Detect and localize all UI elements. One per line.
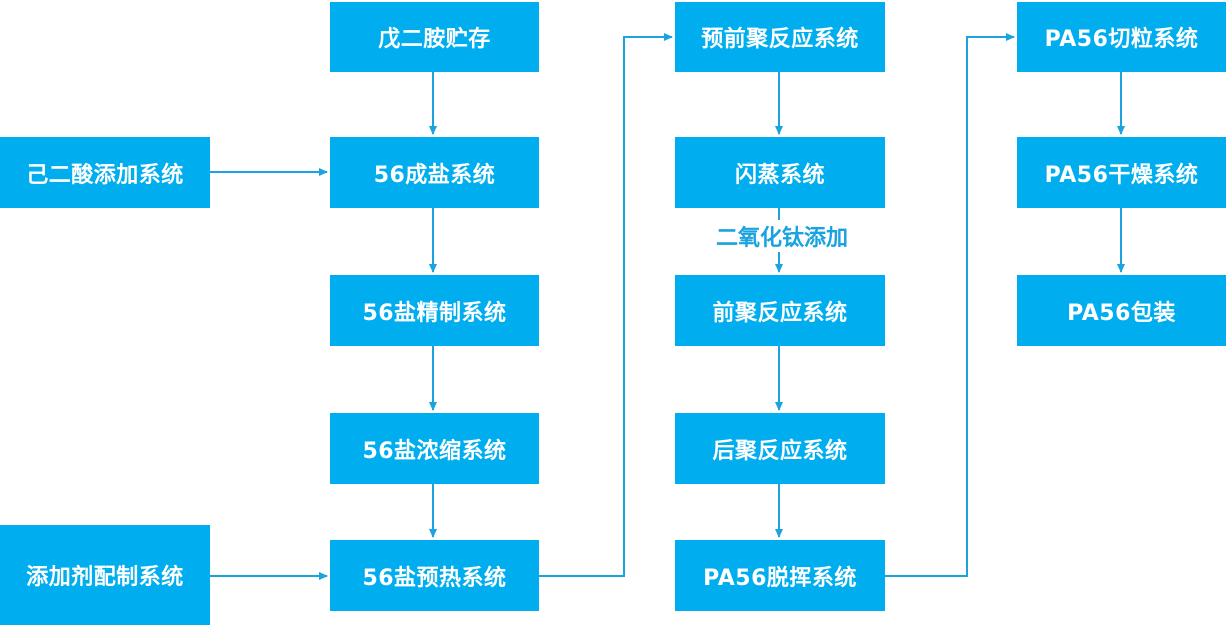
salt-formation-box: 56成盐系统 [330,137,539,208]
flash-evaporation-box: 闪蒸系统 [675,137,885,208]
arrow-devolatilization-to-pelletizing [885,33,1015,577]
arrow-preheating-to-pre-prepolymerization [539,33,673,577]
prepolymerization-box: 前聚反应系统 [675,275,885,346]
pentanediamine-storage-box: 戊二胺贮存 [330,2,539,72]
drying-box: PA56干燥系统 [1017,137,1226,208]
salt-concentration-box: 56盐浓缩系统 [330,413,539,484]
adipic-acid-addition-box: 己二酸添加系统 [0,137,210,208]
tio2-addition-label: 二氧化钛添加 [714,220,851,252]
salt-refining-box: 56盐精制系统 [330,275,539,346]
salt-preheating-box: 56盐预热系统 [330,540,539,611]
packaging-box: PA56包装 [1017,275,1226,346]
devolatilization-box: PA56脱挥系统 [675,540,885,611]
additive-preparation-box: 添加剂配制系统 [0,525,210,625]
postpolymerization-box: 后聚反应系统 [675,413,885,484]
pelletizing-box: PA56切粒系统 [1017,2,1226,72]
pre-prepolymerization-box: 预前聚反应系统 [675,2,885,72]
